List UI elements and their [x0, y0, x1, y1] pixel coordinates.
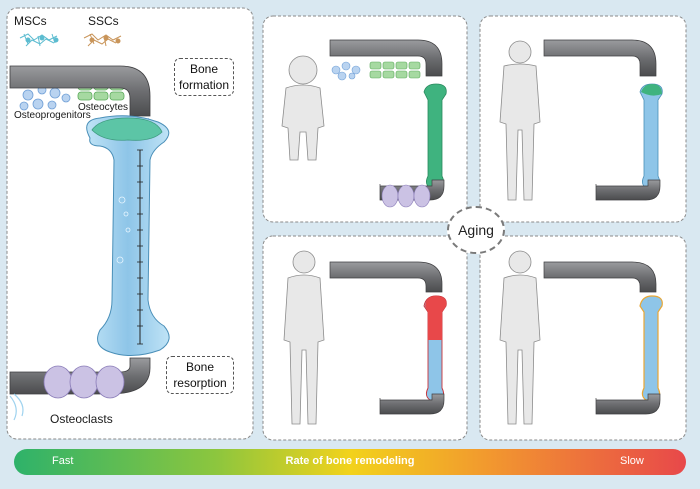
- osteocytes-label: Osteocytes: [78, 102, 129, 113]
- osteoprogenitors-label: Osteoprogenitors: [14, 110, 91, 121]
- elderly-formation-pipe: [329, 261, 443, 293]
- infant-osteocytes-icon: [369, 61, 421, 79]
- adult-figure-icon: [499, 250, 541, 425]
- infant-osteoclasts-icon: [381, 184, 431, 208]
- main-bone-icon: [86, 115, 170, 356]
- infant-bone-icon: [423, 83, 447, 189]
- rate-title-label: Rate of bone remodeling: [285, 455, 415, 467]
- bone-resorption-label: Bone resorption: [166, 356, 234, 394]
- remodeling-rate-bar: [14, 449, 686, 475]
- ssc-label: SSCs: [88, 14, 119, 28]
- infant-formation-pipe: [329, 39, 443, 77]
- osteoclast-cells-icon: [43, 365, 125, 399]
- rate-fast-label: Fast: [52, 455, 74, 467]
- adolescent-resorption-pipe: [595, 179, 661, 201]
- infant-figure-icon: [281, 55, 325, 161]
- elderly-bone-icon: [423, 295, 447, 401]
- msc-cells-icon: [19, 33, 59, 47]
- adult-bone-icon: [639, 295, 663, 401]
- infant-progenitors-icon: [331, 61, 361, 81]
- adolescent-figure-icon: [499, 40, 541, 201]
- osteoclasts-label: Osteoclasts: [50, 412, 113, 426]
- aging-label: Aging: [458, 222, 494, 238]
- msc-label: MSCs: [14, 14, 47, 28]
- adult-formation-pipe: [543, 261, 657, 293]
- elderly-figure-icon: [283, 250, 325, 425]
- resorption-flow-icon: [9, 393, 24, 421]
- adolescent-formation-pipe: [543, 39, 657, 77]
- ssc-cells-icon: [83, 33, 122, 47]
- adolescent-bone-icon: [639, 83, 663, 189]
- elderly-resorption-pipe: [379, 393, 445, 415]
- adult-resorption-pipe: [595, 393, 661, 415]
- aging-cycle-badge: Aging: [447, 206, 505, 254]
- osteoprogenitor-cells-icon: [19, 85, 71, 111]
- bone-formation-label: Bone formation: [174, 58, 234, 96]
- rate-slow-label: Slow: [620, 455, 644, 467]
